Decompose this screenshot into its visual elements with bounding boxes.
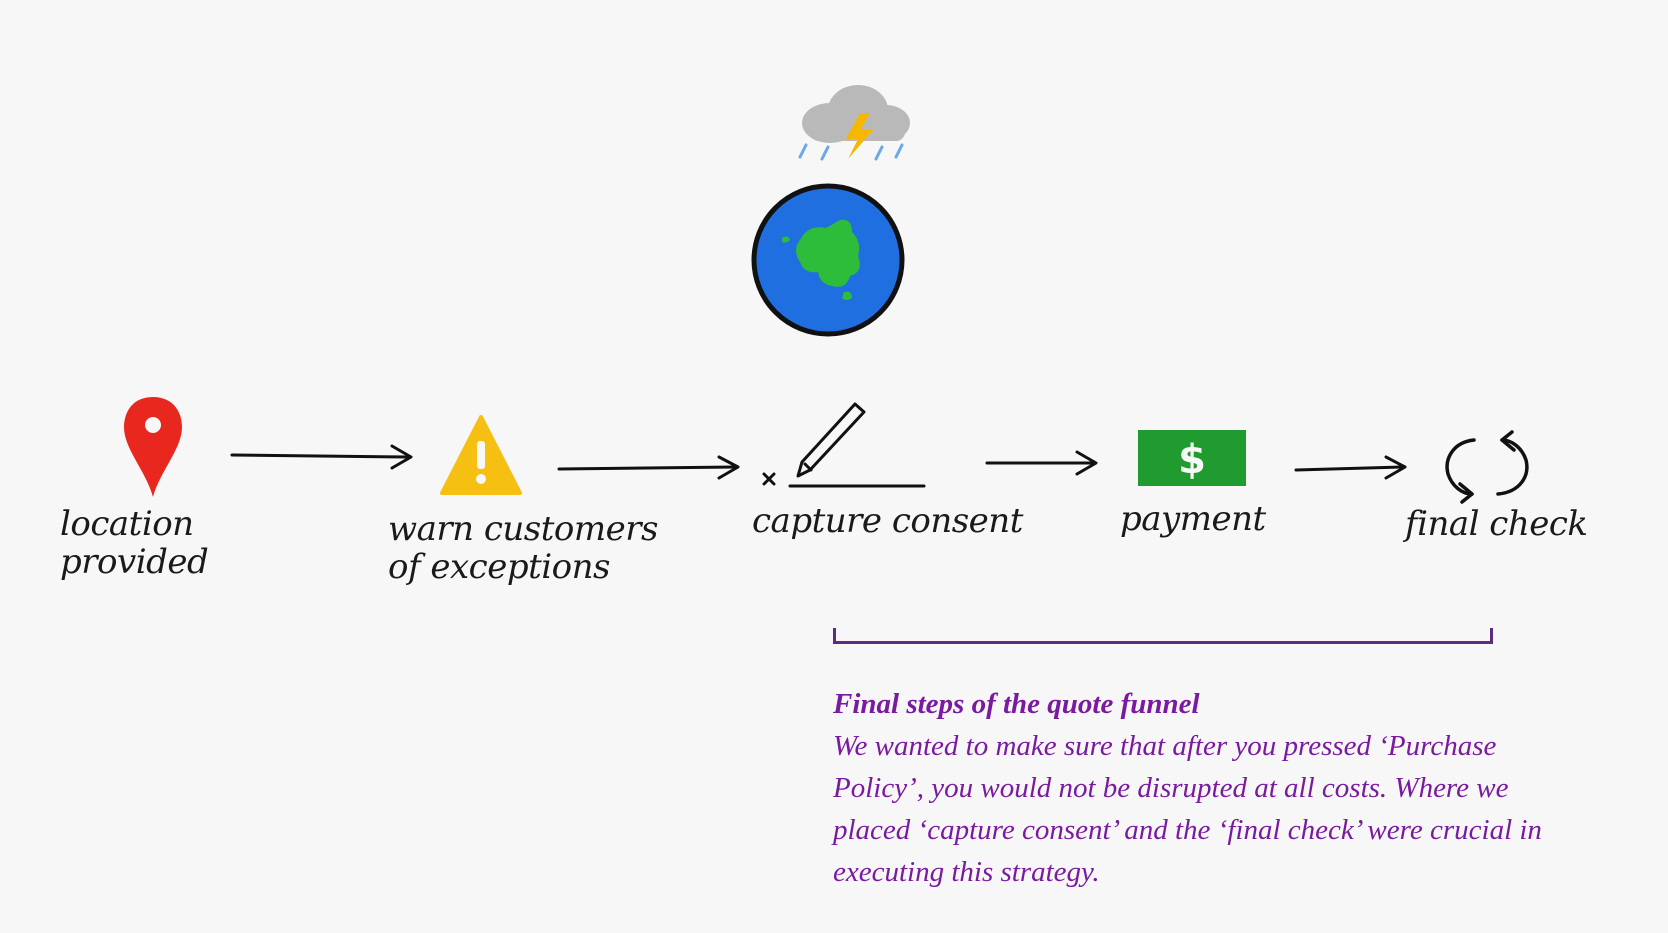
globe-icon [751, 183, 905, 337]
svg-text:$: $ [1178, 437, 1206, 483]
step-label-warn: warn customers of exceptions [388, 509, 658, 587]
step-label-location: location provided [60, 504, 209, 582]
arrow-icon [1294, 455, 1407, 480]
dollar-bill-icon: $ [1138, 430, 1246, 486]
note-body: We wanted to make sure that after you pr… [833, 730, 1542, 888]
signature-pen-icon [762, 402, 926, 488]
note-title: Final steps of the quote funnel [833, 688, 1200, 720]
step-label-consent: capture consent [752, 501, 1023, 541]
arrow-icon [985, 450, 1098, 476]
storm-cloud-icon [798, 85, 910, 161]
step-label-payment: payment [1120, 499, 1266, 539]
step-label-final: final check [1405, 504, 1588, 544]
arrow-icon [557, 455, 740, 480]
map-pin-icon [124, 397, 182, 497]
final-steps-bracket [833, 628, 1493, 644]
arrow-icon [230, 444, 413, 470]
warning-icon [440, 415, 522, 495]
annotation-note: Final steps of the quote funnel We wante… [833, 683, 1553, 893]
refresh-icon [1445, 430, 1529, 504]
